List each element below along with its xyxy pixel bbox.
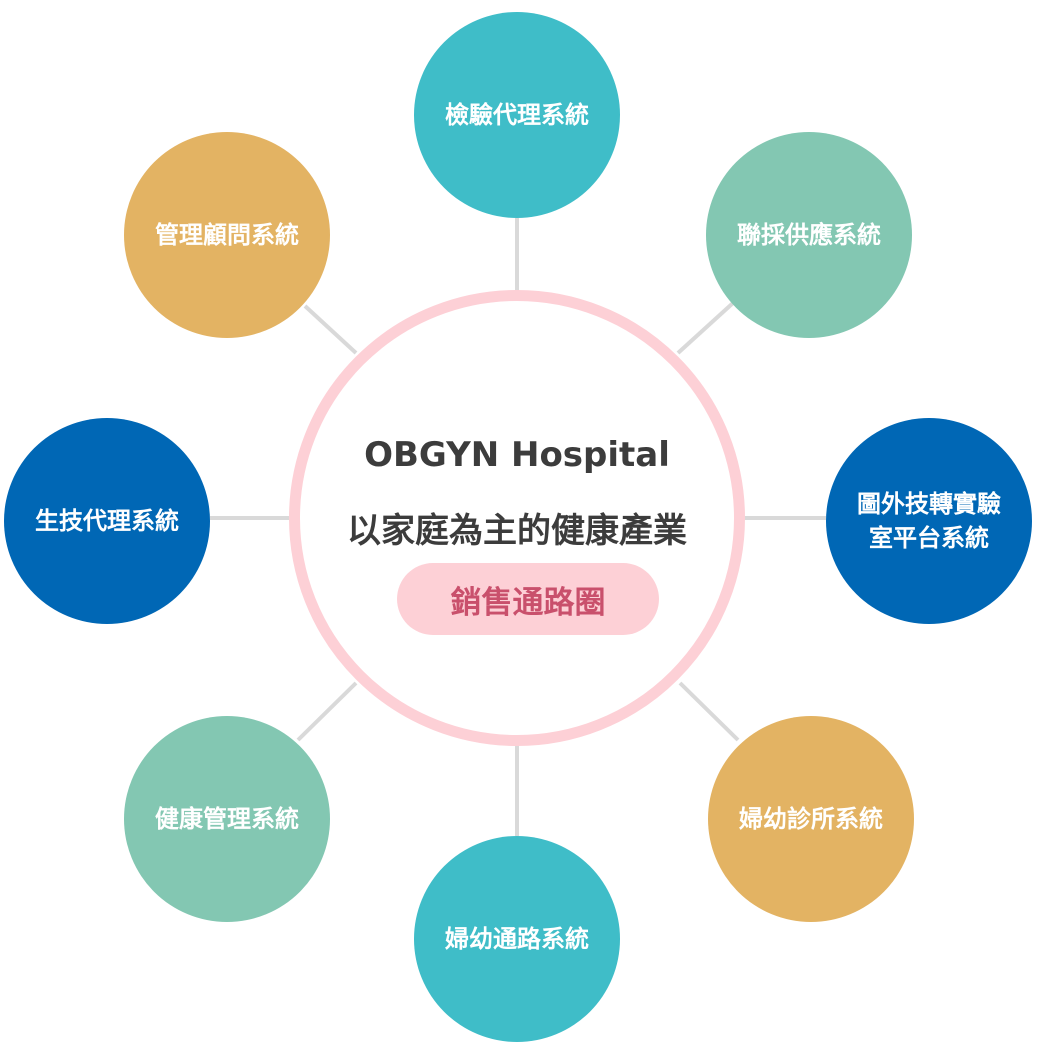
node-management-consulting: 管理顧問系統 [124,132,330,338]
node-health-management: 健康管理系統 [124,716,330,922]
node-biotech-agency: 生技代理系統 [4,418,210,624]
node-label: 婦幼診所系統 [739,805,883,833]
center-circle: OBGYN Hospital 以家庭為主的健康產業 銷售通路圈 [289,290,745,746]
node-obgyn-clinic: 婦幼診所系統 [708,716,914,922]
connector-top-right [676,301,735,355]
node-label: 聯採供應系統 [737,221,881,249]
center-badge: 銷售通路圈 [397,563,659,635]
node-label-line-2: 室平台系統 [869,524,989,552]
node-label-line-1: 圖外技轉實驗 [857,490,1001,518]
node-joint-procurement: 聯採供應系統 [706,132,912,338]
node-inspection-agency: 檢驗代理系統 [414,12,620,218]
node-label: 管理顧問系統 [155,221,299,249]
node-label: 健康管理系統 [155,805,299,833]
node-label: 婦幼通路系統 [445,925,589,953]
node-tech-transfer-lab: 圖外技轉實驗 室平台系統 [826,418,1032,624]
center-title-en: OBGYN Hospital [364,435,670,475]
connector-top-left [303,304,358,355]
connector-bottom-right [678,681,740,742]
node-label: 生技代理系統 [35,507,179,535]
connector-bottom-left [296,681,358,742]
center-title-zh: 以家庭為主的健康產業 [347,511,687,551]
node-maternal-channel: 婦幼通路系統 [414,836,620,1042]
node-label: 檢驗代理系統 [445,101,589,129]
